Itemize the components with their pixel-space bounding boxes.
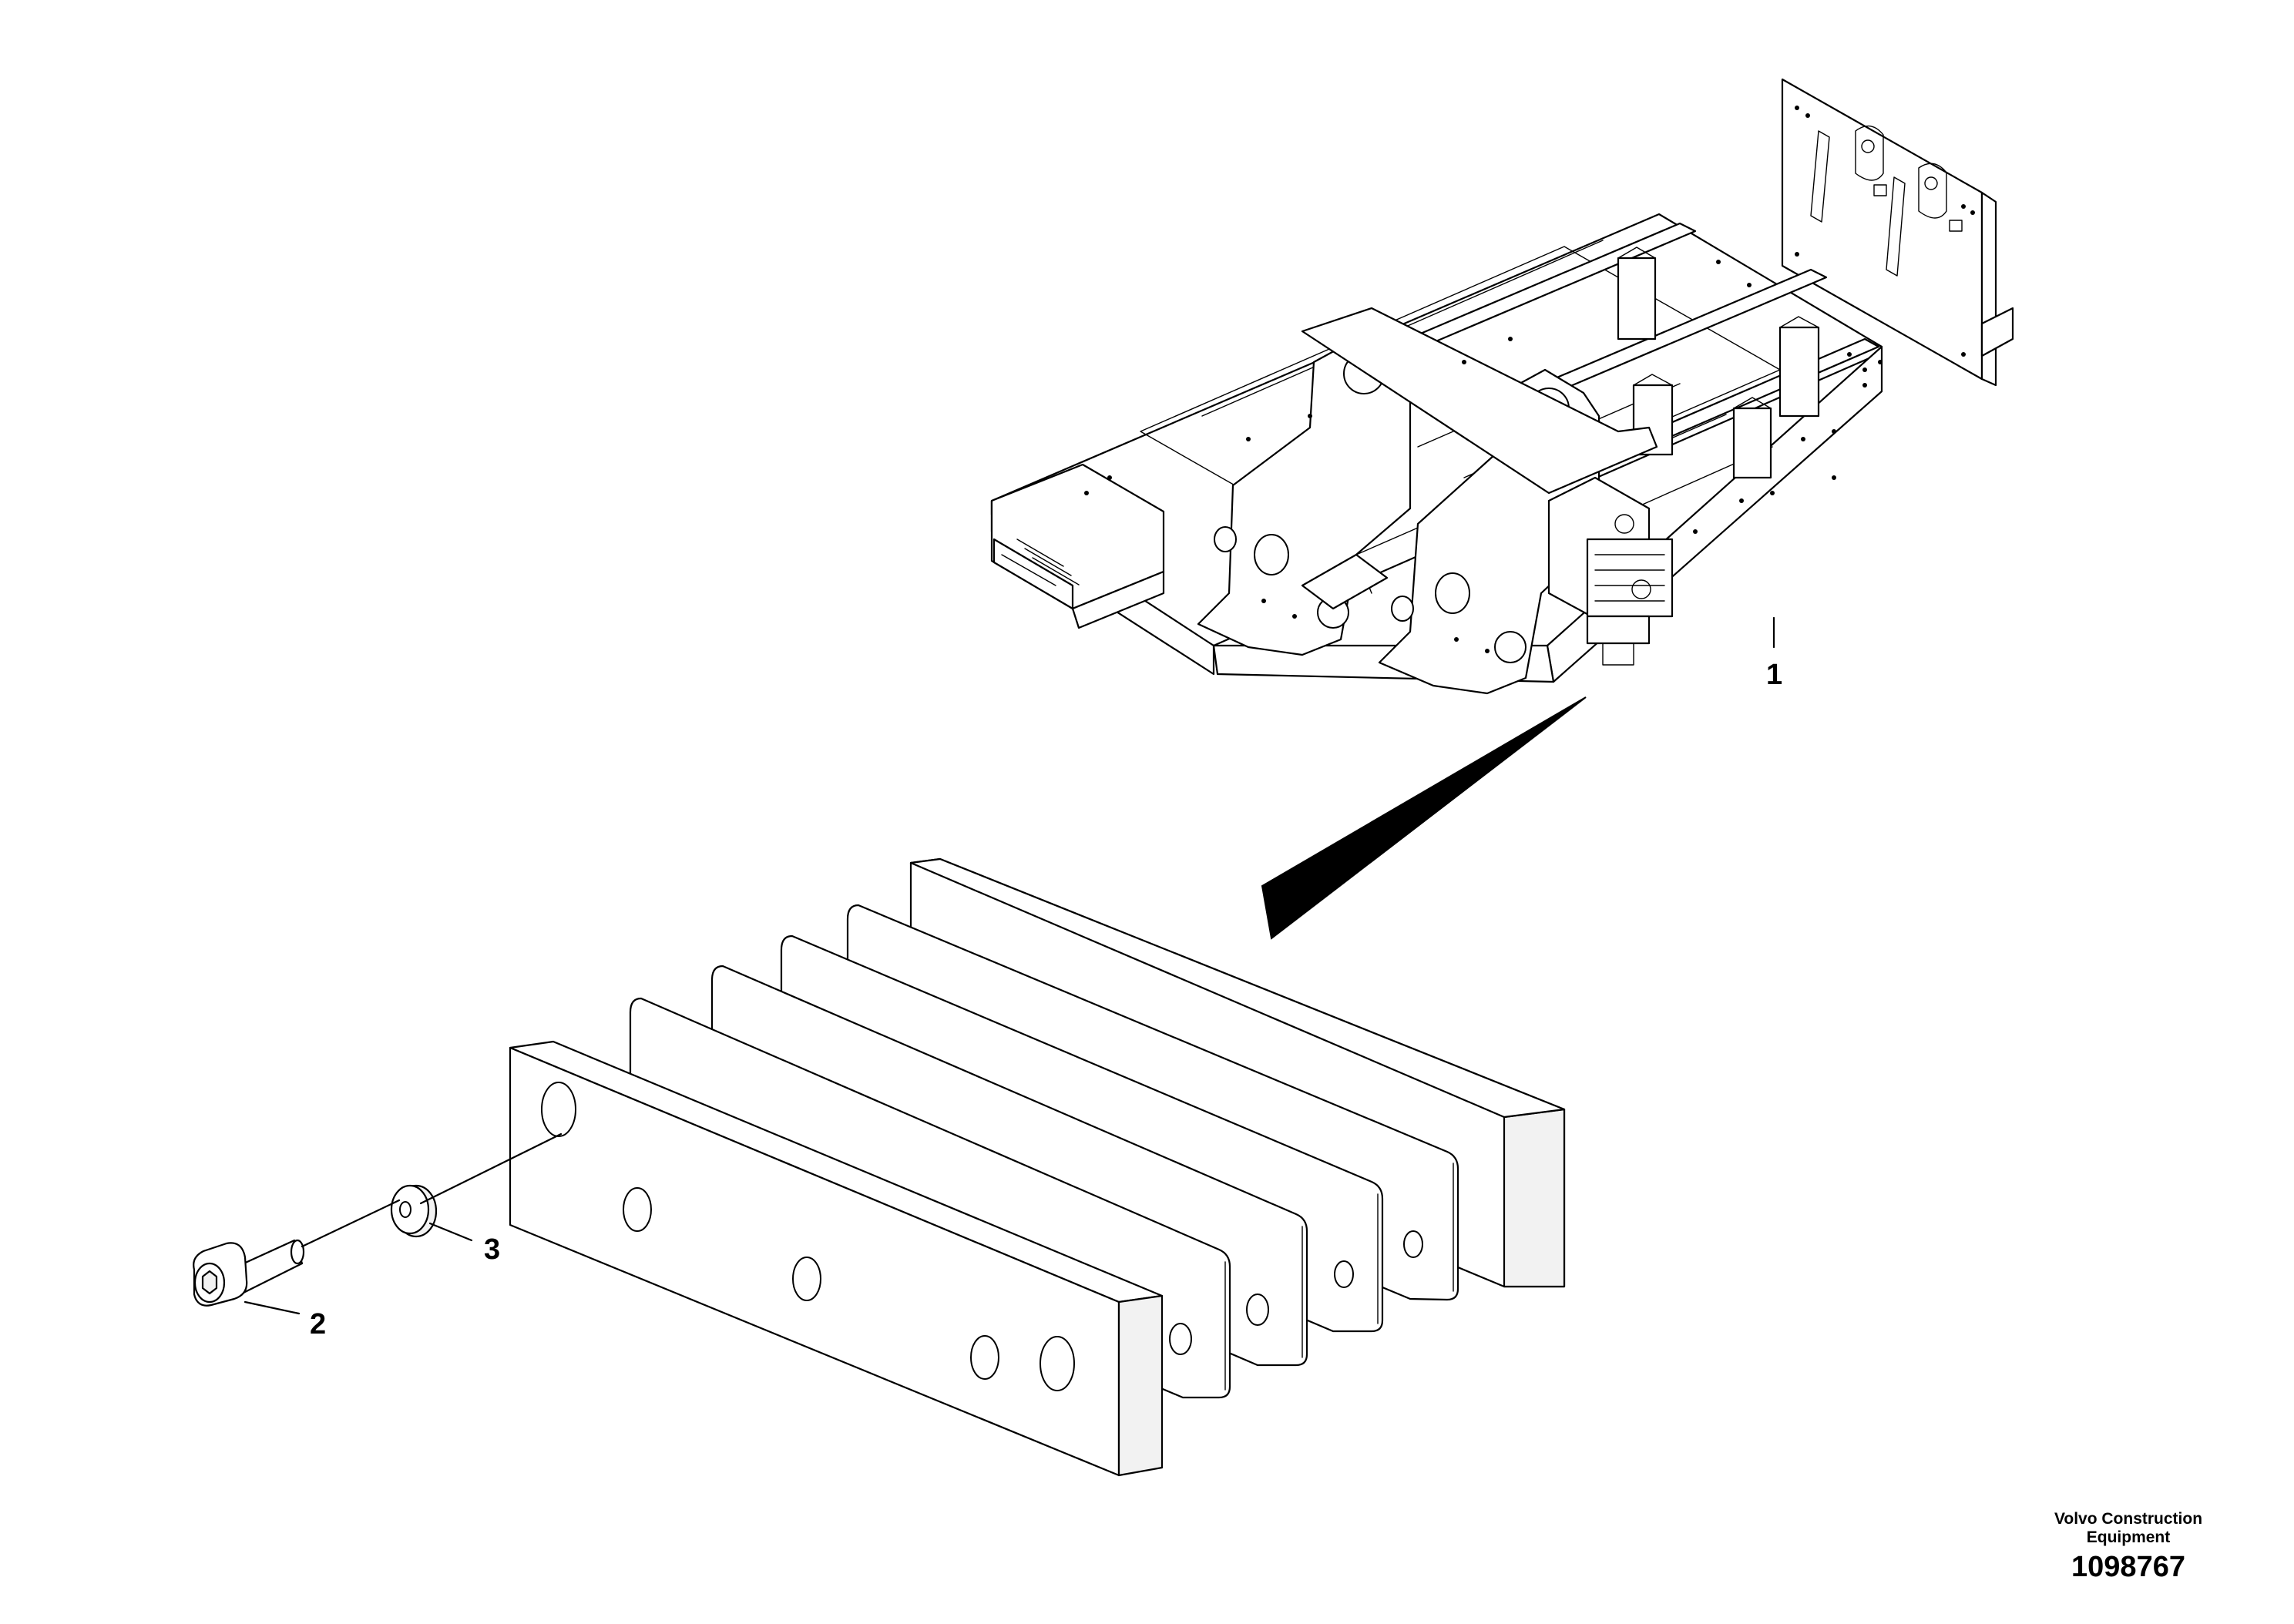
company-name-line2: Equipment (2086, 1528, 2171, 1546)
assembly-axis-line (301, 1132, 563, 1248)
callout-2: 2 (310, 1308, 327, 1340)
callout-3: 3 (484, 1233, 501, 1266)
callout-1: 1 (1766, 659, 1783, 691)
front-counterweight-block (509, 1040, 1164, 1477)
view-direction-arrow (1261, 696, 1587, 940)
company-name-line1: Volvo Construction (2054, 1510, 2203, 1528)
drawing-number: 1098767 (2071, 1551, 2185, 1583)
washer (390, 1184, 473, 1242)
shim-plate-stack (509, 857, 1566, 1477)
upper-frame-assembly (990, 78, 2014, 695)
socket-head-bolt (193, 1239, 305, 1315)
